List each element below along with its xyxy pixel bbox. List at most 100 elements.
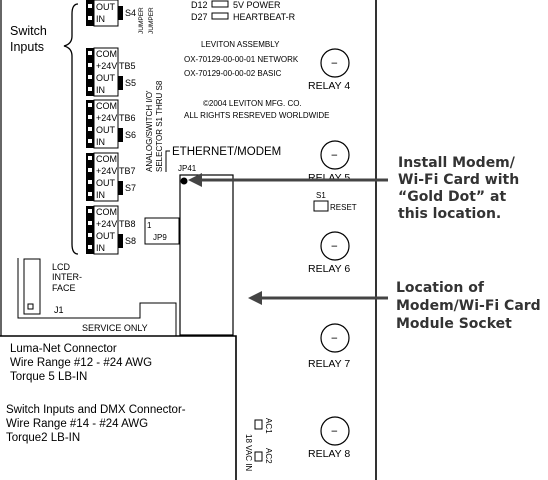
tb7-label: TB7	[119, 166, 136, 176]
d27-desc: HEARTBEAT-R	[233, 12, 296, 22]
lcd-interface-box	[23, 258, 41, 315]
tb5-pin-in: IN	[96, 85, 105, 95]
callout-location-line2: Modem/Wi-Fi Card	[396, 298, 541, 314]
tb6-pin-24v: +24V	[96, 113, 117, 123]
callout-install-line4: this location.	[398, 206, 501, 222]
switch-inputs-label-1: Switch	[10, 24, 47, 38]
tb7-pin-com: COM	[96, 154, 117, 164]
jp9-label: JP9	[153, 233, 167, 242]
jp9-pin1: 1	[147, 221, 152, 230]
relay-5-label: RELAY 5	[308, 172, 350, 184]
lcd-line1: LCD	[52, 262, 71, 272]
relay-7-label: RELAY 7	[308, 358, 350, 370]
relay-4-symbol: −	[331, 58, 338, 70]
tb6-pin-com: COM	[96, 101, 117, 111]
s5-label: S5	[125, 78, 136, 88]
terminal-block-tb6: COM +24V OUT IN TB6 S6	[86, 99, 136, 149]
switch-dmx-line2: Wire Range #14 - #24 AWG	[6, 418, 148, 430]
modem-socket	[179, 174, 234, 336]
reset-label: RESET	[330, 203, 357, 212]
switch-dmx-line3: Torque2 LB-IN	[6, 432, 80, 444]
luma-net-line2: Wire Range #12 - #24 AWG	[10, 357, 152, 369]
assembly-title: LEVITON ASSEMBLY	[201, 40, 280, 49]
luma-net-line1: Luma-Net Connector	[10, 343, 117, 355]
assembly-line1: OX-70129-00-00-01 NETWORK	[184, 55, 299, 64]
lcd-line2: INTER-	[52, 272, 82, 282]
callout-install-line1: Install Modem/	[398, 155, 516, 171]
ac1-label: AC1	[264, 418, 273, 434]
relay-7: − RELAY 7	[308, 323, 350, 370]
analog-switch-label: ANALOG/SWITCH I/O'	[145, 90, 154, 172]
tb8-pin-24v: +24V	[96, 219, 117, 229]
reset-button	[313, 200, 329, 212]
ac2-label: AC2	[264, 448, 273, 464]
callout-arrow-socket	[248, 291, 388, 305]
ethernet-bracket	[165, 150, 170, 172]
terminal-block-tb8: COM +24V OUT IN TB8 S8	[86, 205, 136, 255]
d27-led	[211, 12, 229, 20]
tb8-pin-com: COM	[96, 207, 117, 217]
jp9-connector	[144, 217, 180, 245]
relay-8-symbol: −	[331, 426, 338, 438]
switch-inputs-brace	[63, 3, 79, 255]
terminal-block-tb5: COM +24V OUT IN TB5 S5	[86, 47, 136, 97]
tb6-pin-out: OUT	[96, 125, 116, 135]
s8-label: S8	[125, 236, 136, 246]
s4-out: OUT	[96, 2, 116, 12]
copyright-line2: ALL RIGHTS RESREVED WORLDWIDE	[184, 111, 330, 120]
copyright-line1: ©2004 LEVITON MFG. CO.	[203, 99, 302, 108]
s4-terminal-block: OUT IN S4	[86, 0, 136, 27]
relay-8: − RELAY 8	[308, 416, 350, 460]
gold-dot	[180, 177, 188, 185]
tb8-label: TB8	[119, 219, 136, 229]
selector-label: SELECTOR S1 THRU S8	[155, 80, 164, 172]
assembly-line2: OX-70129-00-00-02 BASIC	[184, 69, 282, 78]
relay-6-label: RELAY 6	[308, 263, 350, 275]
tb7-pin-in: IN	[96, 190, 105, 200]
relay-5-symbol: −	[331, 150, 338, 162]
j1-label: J1	[54, 305, 64, 315]
d12-led	[211, 0, 229, 8]
callout-location-line3: Module Socket	[396, 316, 512, 332]
tb8-pin-in: IN	[96, 243, 105, 253]
luma-net-line3: Torque 5 LB-IN	[10, 371, 87, 383]
jp41-label: JP41	[178, 164, 197, 173]
tb6-pin-in: IN	[96, 137, 105, 147]
d27-label: D27	[191, 12, 208, 22]
service-only-label: SERVICE ONLY	[82, 323, 148, 333]
tb5-label: TB5	[119, 61, 136, 71]
ac1-terminal	[254, 419, 263, 430]
s1-label: S1	[316, 191, 326, 200]
d12-desc: 5V POWER	[233, 0, 281, 10]
callout-install-line2: Wi-Fi Card with	[398, 172, 519, 188]
tb7-pin-out: OUT	[96, 178, 116, 188]
vac-label: 18 VAC IN	[244, 434, 253, 471]
ac2-terminal	[254, 451, 263, 462]
relay-6: − RELAY 6	[308, 231, 350, 275]
s4-label: S4	[125, 8, 136, 18]
jumper-label-1: JUMPER	[138, 7, 145, 34]
switch-dmx-line1: Switch Inputs and DMX Connector-	[6, 404, 186, 416]
switch-inputs-label-2: Inputs	[10, 40, 44, 54]
tb8-pin-out: OUT	[96, 231, 116, 241]
callout-install-line3: “Gold Dot” at	[398, 189, 506, 205]
jumper-label-2: JUMPER	[148, 7, 155, 34]
relay-8-label: RELAY 8	[308, 448, 350, 460]
relay-4-label: RELAY 4	[308, 80, 350, 92]
relay-7-symbol: −	[331, 333, 338, 345]
s6-label: S6	[125, 130, 136, 140]
board-outline	[0, 0, 377, 480]
callout-arrow-gold-dot	[188, 173, 388, 187]
tb5-pin-com: COM	[96, 49, 117, 59]
lcd-pin	[27, 303, 34, 310]
ethernet-modem-label: ETHERNET/MODEM	[172, 146, 281, 158]
d12-label: D12	[191, 0, 208, 10]
s4-in: IN	[96, 14, 105, 24]
tb5-pin-24v: +24V	[96, 61, 117, 71]
tb7-pin-24v: +24V	[96, 166, 117, 176]
service-only-outline	[17, 258, 177, 336]
lcd-line3: FACE	[52, 283, 76, 293]
callout-location-line1: Location of	[396, 280, 485, 296]
tb6-label: TB6	[119, 113, 136, 123]
